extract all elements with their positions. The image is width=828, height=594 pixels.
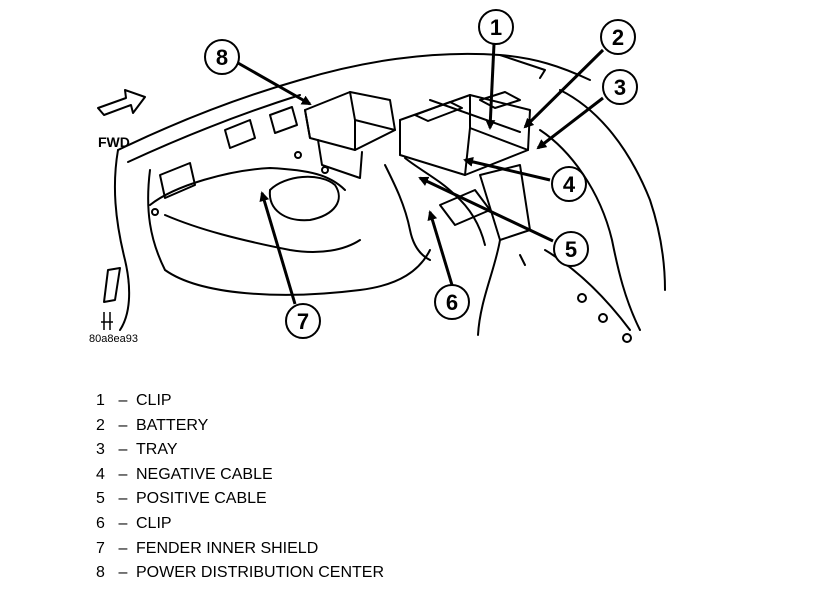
callout-1: 1 xyxy=(478,9,514,45)
callout-3: 3 xyxy=(602,69,638,105)
legend-number: 7 xyxy=(96,539,105,557)
callout-number: 4 xyxy=(563,172,576,197)
callout-number: 6 xyxy=(446,290,458,315)
legend-label: NEGATIVE CABLE xyxy=(136,465,273,483)
forward-direction-indicator: FWD xyxy=(97,89,146,150)
legend-item: 5–POSITIVE CABLE xyxy=(96,487,384,512)
legend-label: POWER DISTRIBUTION CENTER xyxy=(136,564,385,582)
callout-5: 5 xyxy=(553,231,589,267)
legend-label: POSITIVE CABLE xyxy=(136,490,267,508)
legend-label: BATTERY xyxy=(136,416,209,434)
figure-code-group: 80a8ea93 xyxy=(89,312,138,345)
legend-number: 2 xyxy=(96,416,105,434)
legend-number: 6 xyxy=(96,514,105,532)
legend-item: 7–FENDER INNER SHIELD xyxy=(96,537,384,562)
callout-number: 3 xyxy=(614,75,626,100)
forward-arrow-icon xyxy=(97,89,146,116)
legend-label: CLIP xyxy=(136,514,172,532)
parts-legend: 1–CLIP 2–BATTERY 3–TRAY 4–NEGATIVE CABLE… xyxy=(96,389,384,586)
stamp-icon xyxy=(101,312,113,330)
legend-label: TRAY xyxy=(136,441,178,459)
callout-number: 5 xyxy=(565,237,577,262)
fwd-label: FWD xyxy=(98,134,130,150)
legend-label: CLIP xyxy=(136,392,172,409)
callout-7: 7 xyxy=(285,303,321,339)
legend-number: 5 xyxy=(96,490,105,508)
legend-separator: – xyxy=(118,416,128,434)
callout-4: 4 xyxy=(551,166,587,202)
leader-lines xyxy=(237,43,605,305)
figure-code: 80a8ea93 xyxy=(89,333,138,345)
legend-number: 4 xyxy=(96,465,105,483)
legend-number: 8 xyxy=(96,564,105,582)
legend-number: 1 xyxy=(96,392,105,409)
legend-number: 3 xyxy=(96,441,105,459)
callout-number: 1 xyxy=(490,15,502,40)
legend-item: 8–POWER DISTRIBUTION CENTER xyxy=(96,561,384,586)
callouts: 1 2 3 4 5 6 7 8 xyxy=(204,9,638,339)
legend-separator: – xyxy=(118,441,128,459)
callout-6: 6 xyxy=(434,284,470,320)
legend-separator: – xyxy=(118,539,128,557)
callout-number: 7 xyxy=(297,309,309,334)
legend-separator: – xyxy=(118,392,128,409)
legend-item: 4–NEGATIVE CABLE xyxy=(96,463,384,488)
legend-separator: – xyxy=(118,490,128,508)
callout-2: 2 xyxy=(600,19,636,55)
legend-item: 1–CLIP xyxy=(96,389,384,414)
legend-item: 3–TRAY xyxy=(96,438,384,463)
engine-bay-diagram: FWD 80a8ea93 1 2 3 4 xyxy=(89,9,666,345)
legend-separator: – xyxy=(118,514,128,532)
callout-number: 2 xyxy=(612,25,624,50)
legend-label: FENDER INNER SHIELD xyxy=(136,539,319,557)
callout-8: 8 xyxy=(204,39,240,75)
vehicle-line-art xyxy=(103,52,666,343)
legend-separator: – xyxy=(118,564,128,582)
callout-number: 8 xyxy=(216,45,228,70)
legend-item: 6–CLIP xyxy=(96,512,384,537)
legend-separator: – xyxy=(118,465,128,483)
legend-item: 2–BATTERY xyxy=(96,414,384,439)
